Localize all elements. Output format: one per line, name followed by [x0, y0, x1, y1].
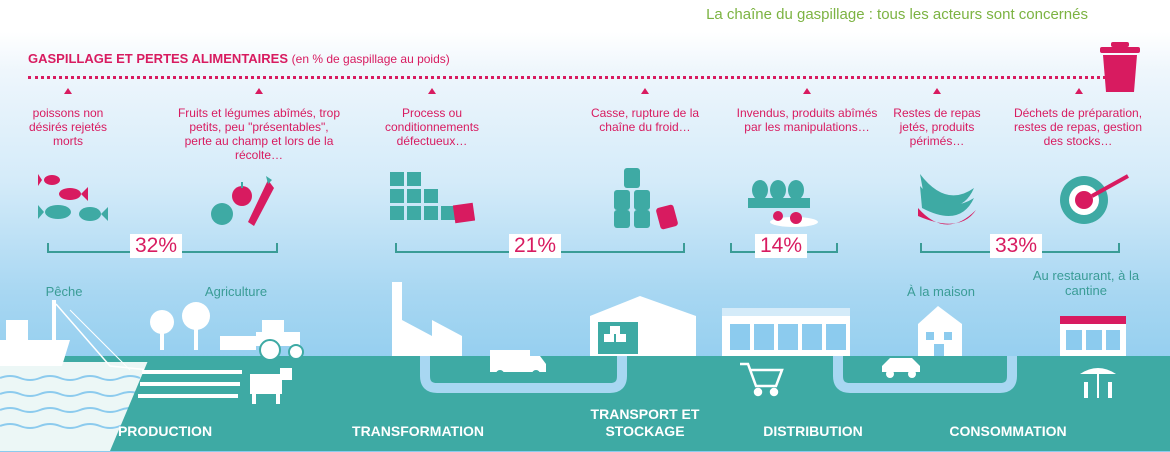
page-title: La chaîne du gaspillage : tous les acteu…	[706, 6, 1088, 23]
tractor-icon	[220, 320, 304, 361]
car-icon	[882, 358, 920, 378]
stage-transport: TRANSPORT ET STOCKAGE	[590, 406, 700, 439]
percent-distribution: 14%	[755, 234, 808, 258]
stage-distribution: DISTRIBUTION	[763, 423, 863, 439]
eggs-icon	[748, 180, 818, 227]
cans-icon	[614, 168, 678, 230]
cow-icon	[250, 368, 292, 404]
cause-distribution: Invendus, produits abîmés par les manipu…	[736, 106, 878, 134]
factory-icon	[392, 282, 462, 356]
place-home: À la maison	[907, 284, 975, 299]
warehouse-icon	[590, 296, 696, 356]
cause-marker	[255, 88, 263, 94]
cause-marker	[1075, 88, 1083, 94]
house-icon	[918, 306, 962, 356]
plate-icon	[1060, 174, 1129, 224]
stage-production: PRODUCTION	[117, 423, 213, 439]
boat-icon	[0, 300, 151, 371]
cause-marker	[933, 88, 941, 94]
cause-agriculture: Fruits et légumes abîmés, trop petits, p…	[177, 106, 341, 162]
supermarket-icon	[722, 308, 850, 356]
main-title-text: GASPILLAGE ET PERTES ALIMENTAIRES	[28, 51, 289, 66]
scene-illustrations	[0, 282, 1170, 451]
cause-transformation: Process ou conditionnements défectueux…	[384, 106, 480, 148]
stage-consumption: CONSOMMATION	[949, 423, 1067, 439]
cause-marker	[641, 88, 649, 94]
cause-marker	[803, 88, 811, 94]
cart-icon	[740, 362, 784, 397]
percent-consumption: 33%	[990, 234, 1043, 258]
percent-transformation: 21%	[509, 234, 562, 258]
place-restaurant: Au restaurant, à la cantine	[1032, 268, 1140, 298]
main-title-unit: (en % de gaspillage au poids)	[291, 52, 450, 66]
waste-chain-line	[28, 76, 1118, 79]
cause-marker	[428, 88, 436, 94]
crates-icon	[390, 172, 475, 224]
cause-marker	[64, 88, 72, 94]
restaurant-icon	[1060, 316, 1126, 398]
place-agriculture: Agriculture	[204, 284, 268, 299]
cause-fishing: poissons non désirés rejetés morts	[28, 106, 108, 148]
cause-home: Restes de repas jetés, produits périmés…	[893, 106, 981, 148]
trash-bin-icon	[1100, 42, 1140, 92]
fruit-vegetable-icon	[211, 176, 274, 226]
stage-transformation: TRANSFORMATION	[352, 423, 484, 439]
tree-icon	[150, 302, 210, 350]
place-fishing: Pêche	[45, 284, 83, 299]
fish-icon	[38, 174, 108, 221]
cause-restaurant: Déchets de préparation, restes de repas,…	[1013, 106, 1143, 148]
main-title: GASPILLAGE ET PERTES ALIMENTAIRES (en % …	[28, 51, 450, 66]
truck-icon	[490, 350, 546, 378]
cause-transport: Casse, rupture de la chaîne du froid…	[590, 106, 700, 134]
banana-peel-icon	[918, 174, 976, 225]
percent-production: 32%	[130, 234, 183, 258]
